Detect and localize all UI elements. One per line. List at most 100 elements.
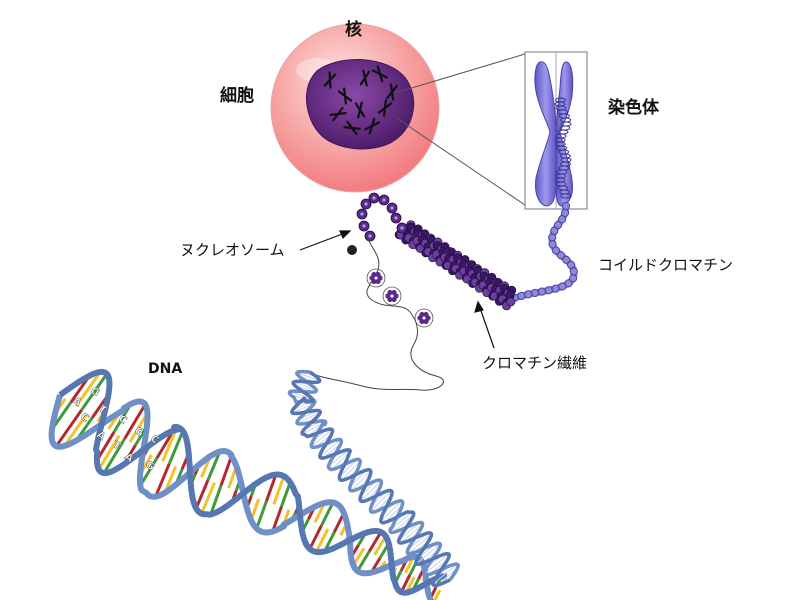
nucleus [305, 59, 415, 150]
base-pair [102, 437, 126, 474]
base-pair [85, 380, 111, 415]
chromosome [534, 61, 574, 207]
base-pair [356, 550, 371, 572]
base-pair [331, 451, 350, 470]
base-pair [416, 543, 441, 565]
coil-ring [564, 279, 573, 288]
coil-loop [560, 193, 572, 199]
base-pair [200, 482, 216, 515]
mini-chromosome [372, 65, 388, 83]
coiled-chromatin [504, 201, 578, 304]
mini-chromosome [329, 106, 347, 122]
base-pair [139, 457, 159, 487]
coil-ring [553, 220, 563, 230]
base-pair [360, 480, 382, 502]
coiled-chromatin-label: コイルドクロマチン [598, 256, 734, 274]
base-pair [319, 439, 341, 457]
histone [375, 271, 381, 278]
base-pair [341, 461, 361, 481]
base-pair [314, 528, 330, 553]
base-pair [408, 533, 432, 554]
base-pair [272, 475, 286, 505]
dna-backbone-strand [58, 368, 450, 596]
base-pair [167, 430, 185, 465]
base-pair [209, 484, 223, 515]
base-pair [349, 469, 368, 488]
nucleosome-bead [347, 245, 357, 255]
base-pair [308, 525, 323, 550]
base-pair [194, 479, 210, 509]
nucleosome-core [368, 234, 372, 238]
base-pair [279, 481, 292, 508]
histone [423, 318, 429, 325]
base-pair [328, 449, 349, 467]
base-pair [424, 553, 450, 575]
base-pair [55, 409, 83, 448]
nucleosome-label: ヌクレオソーム [180, 241, 285, 259]
base-pair [290, 391, 313, 400]
base-letter: A [70, 395, 83, 409]
dna-double-helix [48, 368, 460, 600]
base-pair [155, 429, 175, 459]
base-pair [370, 490, 392, 512]
base-pair [433, 589, 442, 600]
histone [375, 278, 381, 285]
base-pair [255, 501, 268, 530]
nucleosome-core [362, 224, 366, 228]
base-pair [326, 505, 341, 530]
base-pair [219, 455, 233, 486]
mini-chromosome [359, 69, 371, 87]
nucleosome-core [394, 216, 398, 220]
base-pair [213, 451, 229, 484]
nucleosome-core [364, 202, 368, 206]
base-pair [380, 500, 402, 522]
base-pair [271, 506, 283, 532]
mini-chromosome [354, 101, 366, 119]
mini-chromosome [337, 87, 353, 105]
nucleosome-core [360, 212, 364, 216]
histone [387, 289, 393, 296]
base-pair [384, 504, 403, 523]
mini-chromosome [323, 71, 337, 89]
dna-label: DNA [148, 361, 183, 377]
nucleosome-clusters [366, 268, 434, 328]
base-pair [350, 470, 372, 492]
coil-ring [548, 240, 557, 249]
chromosome-coil-texture [554, 97, 572, 199]
coil-ring [568, 274, 578, 283]
base-pair [296, 372, 320, 382]
base-pair [292, 401, 315, 414]
base-pair [398, 522, 421, 541]
base-pair [63, 412, 89, 447]
coil-ring [562, 255, 571, 264]
base-pair [400, 524, 423, 544]
base-pair [367, 531, 383, 553]
base-pair [264, 474, 278, 503]
coil-ring [558, 215, 567, 224]
base-pair [97, 434, 121, 471]
nucleus-label: 核 [345, 20, 362, 40]
nucleosome-core [400, 226, 404, 230]
base-pair [262, 503, 276, 533]
base-pair [373, 535, 387, 556]
base-pair [432, 563, 458, 585]
nucleosome-loop [414, 308, 434, 328]
label-arrows [299, 230, 495, 349]
base-pair [339, 459, 358, 478]
base-pair [80, 373, 109, 411]
base-pair [117, 400, 141, 437]
chromatin-fiber-label: クロマチン繊維 [482, 354, 588, 372]
nucleosome-loop [366, 268, 386, 288]
base-pair [392, 514, 414, 533]
chromosome-label: 染色体 [608, 98, 659, 118]
histone [391, 296, 397, 303]
coil-ring [551, 246, 561, 255]
dna-backbone-strand [290, 370, 452, 588]
chromosomes-in-nucleus [323, 65, 398, 136]
nucleosome-core [382, 198, 386, 202]
histone [391, 289, 397, 296]
base-pair [206, 451, 222, 481]
base-pair [320, 501, 335, 527]
mini-chromosome [377, 99, 393, 117]
